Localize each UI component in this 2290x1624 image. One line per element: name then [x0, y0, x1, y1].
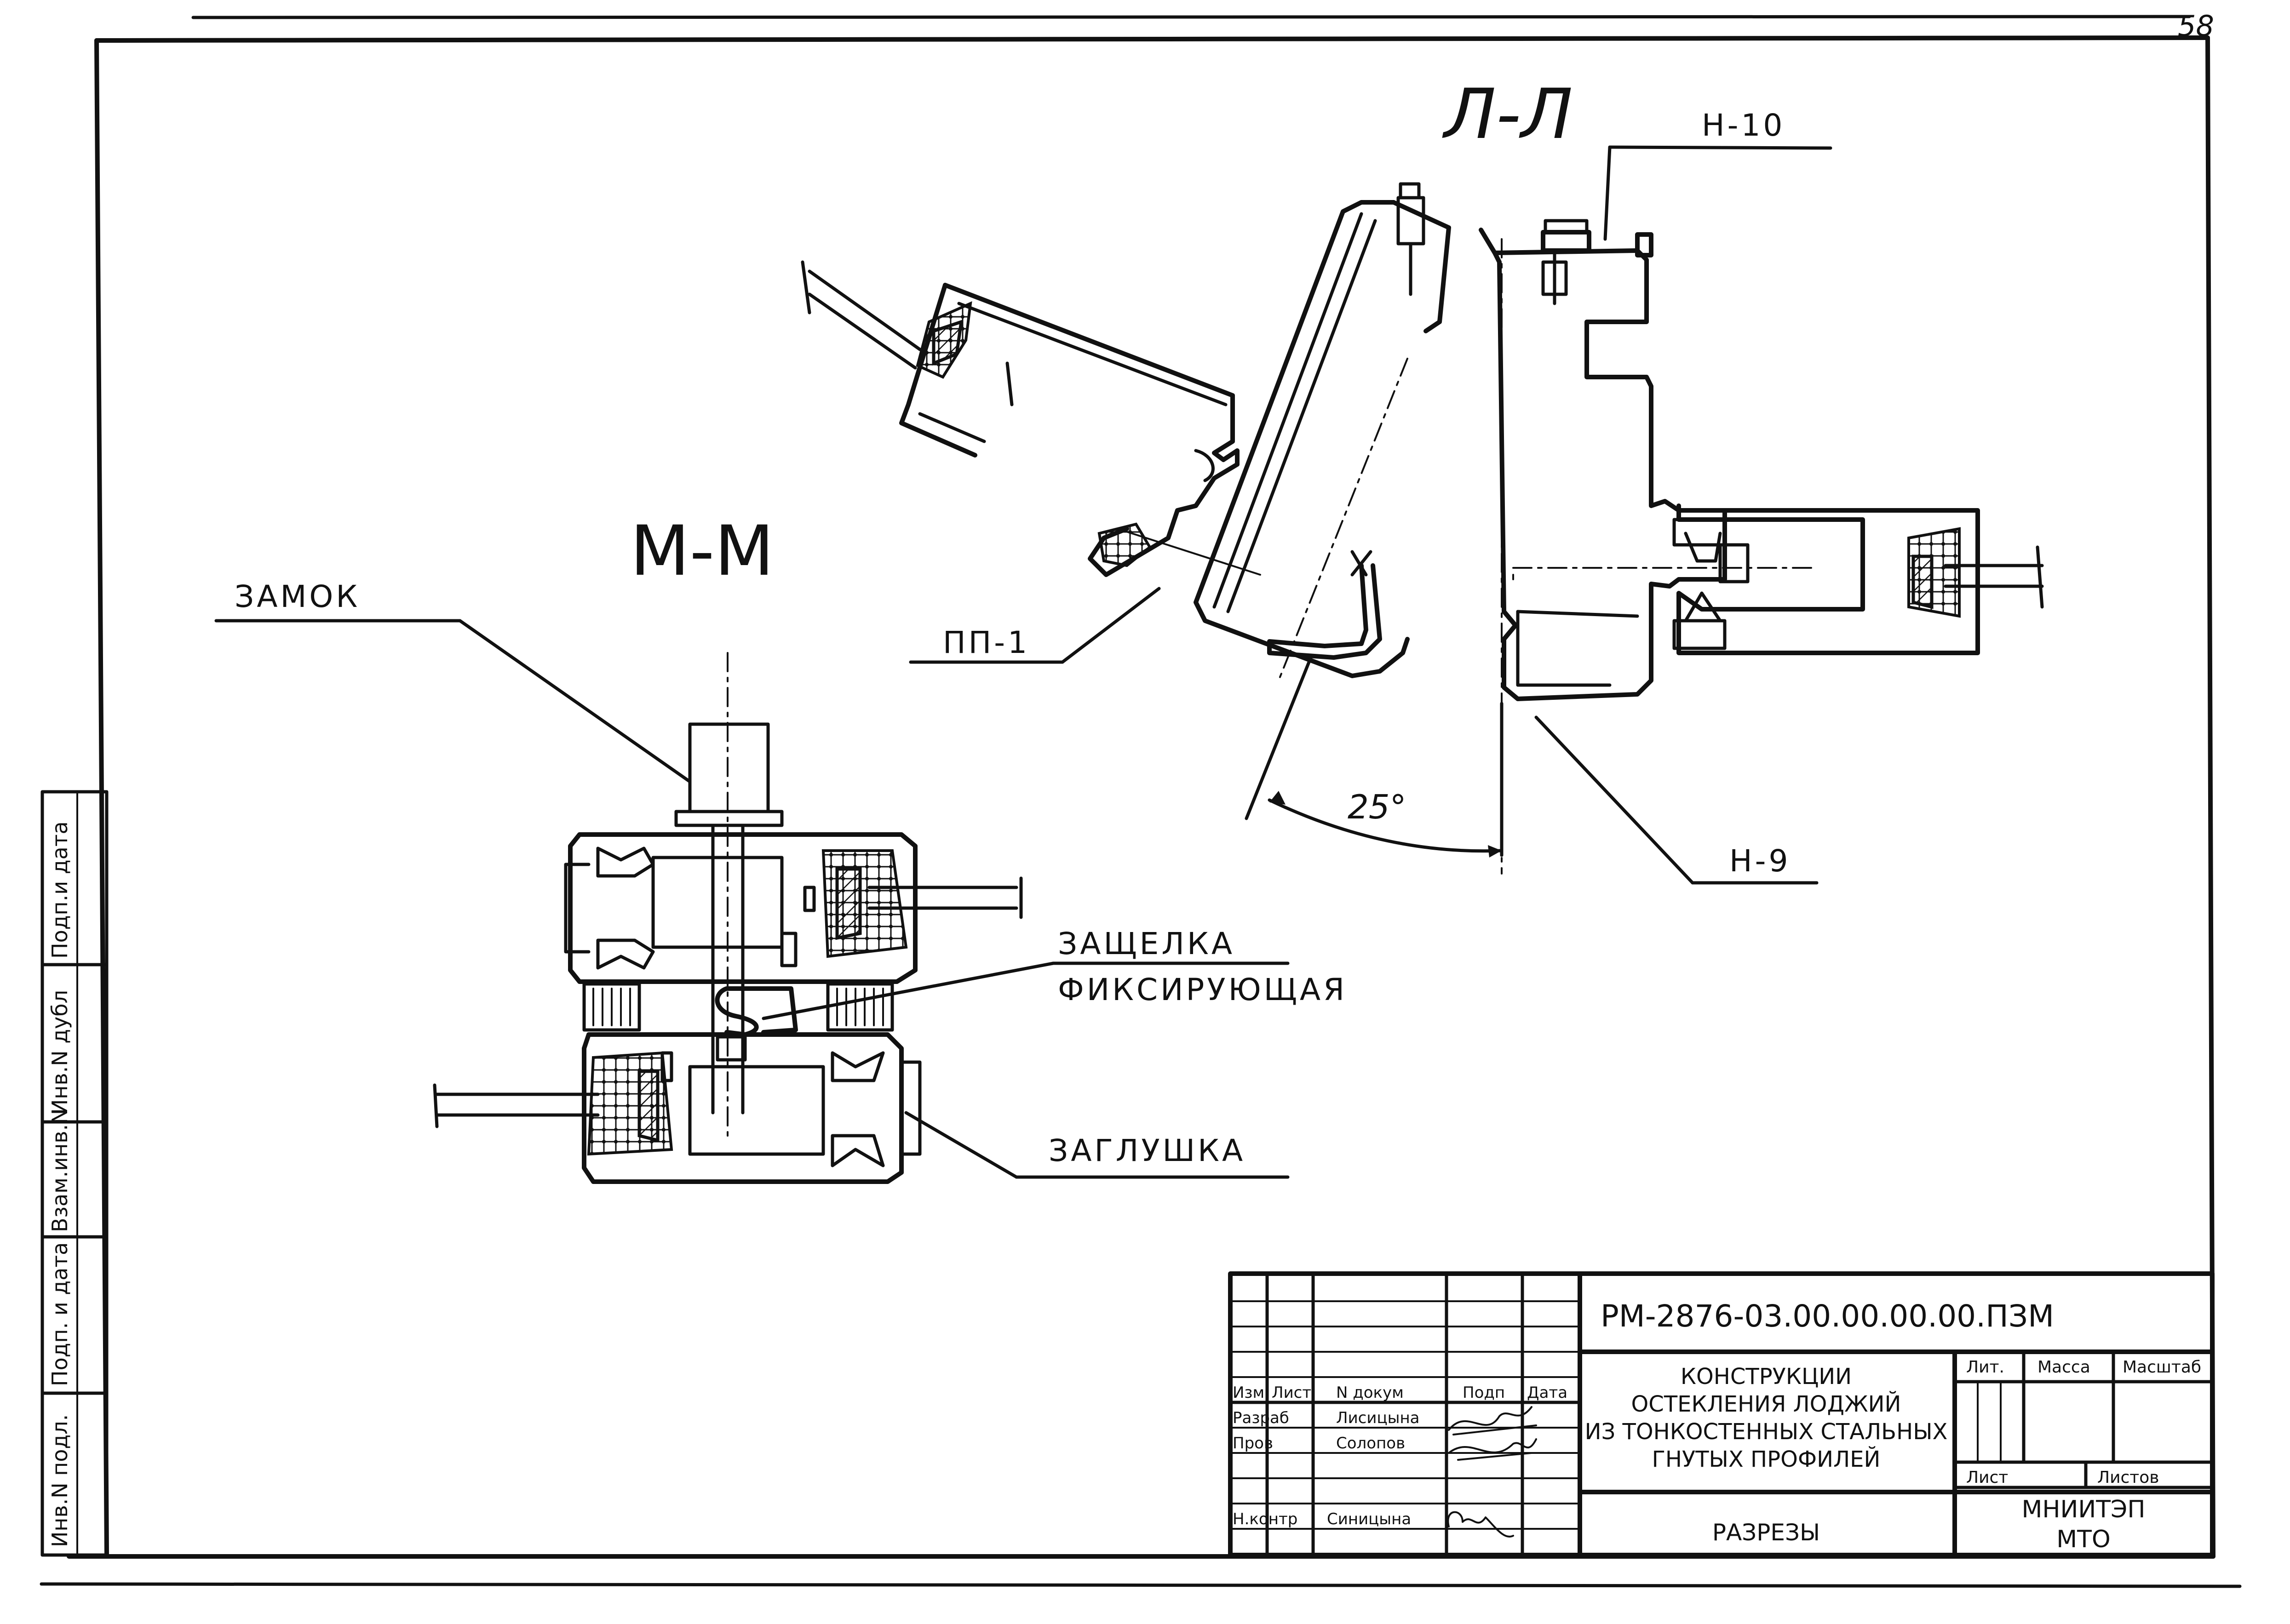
label-zamok: ЗАМОК [235, 579, 360, 614]
label-pp1: ПП-1 [943, 625, 1030, 660]
section-l-l-title: Л-Л [1442, 74, 1573, 154]
header-data: Дата [1527, 1384, 1567, 1402]
row-prov-role: Пров [1233, 1434, 1273, 1452]
massa-label: Масса [2037, 1358, 2090, 1377]
signature-prov [1448, 1438, 1537, 1461]
label-h9: Н-9 [1729, 843, 1791, 879]
signature-nkontr [1447, 1511, 1514, 1538]
lit-label: Лит. [1966, 1358, 2004, 1377]
lower-frame-profile [433, 1032, 922, 1184]
header-n-dokum: N докум [1336, 1384, 1404, 1402]
row-razrab-role: Разраб [1233, 1409, 1289, 1427]
label-zashchelka-1: ЗАЩЕЛКА [1058, 926, 1235, 961]
vertical-frame-profile [1479, 219, 1727, 701]
upper-frame-profile [564, 832, 1023, 984]
title-line-3: ИЗ ТОНКОСТЕННЫХ СТАЛЬНЫХ [1585, 1419, 1948, 1445]
stamp-podp-data-2: Подп.и дата [47, 821, 72, 959]
label-zashchelka-2: ФИКСИРУЮЩАЯ [1058, 972, 1347, 1007]
section-m-m-title: М-М [630, 511, 774, 591]
row-prov-name: Солопов [1336, 1434, 1405, 1452]
row-razrab-name: Лисицына [1336, 1409, 1420, 1427]
list-label: Лист [1966, 1468, 2008, 1487]
label-zaglushka: ЗАГЛУШКА [1049, 1133, 1245, 1168]
sheet-name: РАЗРЕЗЫ [1712, 1519, 1820, 1546]
section-l-l: Л-Л [801, 74, 2044, 885]
leader-zamok: ЗАМОК [214, 579, 692, 783]
stamp-vzam-inv: Взам.инв.N [47, 1108, 72, 1232]
row-nkontr-name: Синицына [1327, 1510, 1411, 1528]
org-line-2: МТО [2056, 1526, 2111, 1553]
header-list: Лист [1272, 1384, 1311, 1402]
page-number: 58 [2178, 9, 2214, 43]
stamp-podp-data-1: Подп. и дата [47, 1242, 72, 1386]
angle-label: 25° [1348, 788, 1406, 826]
row-nkontr-role: Н.контр [1233, 1510, 1297, 1528]
stamp-inv-podl: Инв.N подл. [47, 1414, 72, 1547]
leader-zashchelka: ЗАЩЕЛКА ФИКСИРУЮЩАЯ [762, 926, 1347, 1020]
section-m-m: М-М [214, 511, 1347, 1184]
header-izm: Изм [1233, 1384, 1264, 1402]
title-line-2: ОСТЕКЛЕНИЯ ЛОДЖИЙ [1631, 1391, 1901, 1417]
listov-label: Листов [2097, 1468, 2159, 1487]
masshtab-label: Масштаб [2123, 1358, 2201, 1377]
title-line-4: ГНУТЫХ ПРОФИЛЕЙ [1652, 1446, 1881, 1472]
header-podp: Подп [1463, 1384, 1505, 1402]
doc-code: РМ-2876-03.00.00.00.00.ПЗМ [1601, 1298, 2054, 1334]
leader-pp1: ПП-1 [909, 587, 1161, 664]
sheet-frame [40, 15, 2242, 1588]
leader-h10: Н-10 [1603, 108, 1832, 241]
org-line-1: МНИИТЭП [2022, 1496, 2146, 1523]
side-stamp: Инв.N подл. Подп. и дата Взам.инв.N Инв.… [40, 790, 109, 1557]
centre-lines [1278, 238, 1813, 875]
stamp-inv-dubl: Инв.N дубл [47, 990, 72, 1115]
signature-razrab [1448, 1406, 1537, 1435]
tilted-sash-profile [801, 260, 1261, 577]
right-glazing-sash [1672, 503, 2044, 655]
leader-zaglushka: ЗАГЛУШКА [904, 1111, 1290, 1179]
angled-frame-profile [1194, 182, 1451, 678]
latch-area [582, 932, 894, 1037]
title-block: РМ-2876-03.00.00.00.00.ПЗМ КОНСТРУКЦИИ О… [1228, 1271, 2215, 1557]
angle-dimension: 25° [1245, 656, 1504, 858]
title-line-1: КОНСТРУКЦИИ [1681, 1364, 1852, 1390]
leader-h9: Н-9 [1534, 715, 1819, 885]
label-h10: Н-10 [1702, 108, 1785, 143]
